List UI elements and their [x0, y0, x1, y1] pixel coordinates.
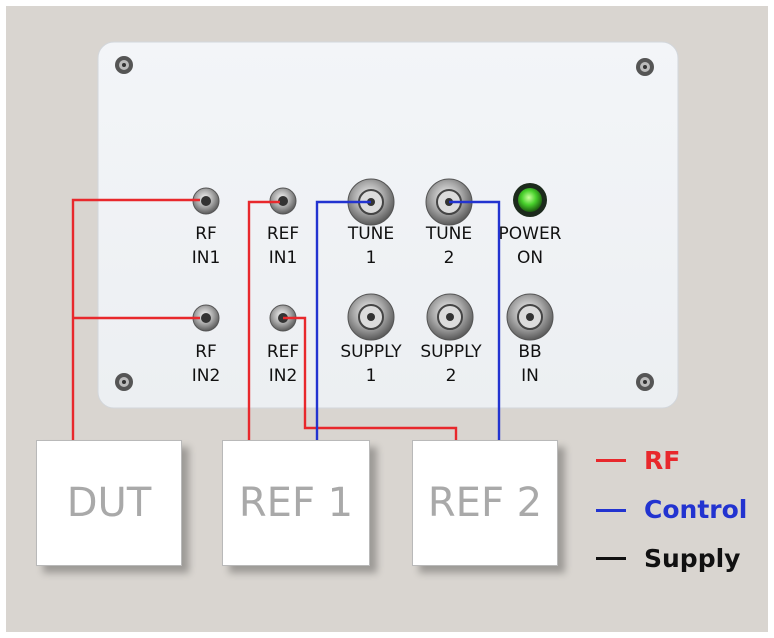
ref-in1-label: REF IN1 — [266, 224, 300, 268]
supply-1-label: SUPPLY 1 — [340, 342, 402, 386]
control-wire-ref2 — [449, 200, 501, 440]
power-led — [513, 183, 547, 217]
legend-control-swatch — [596, 509, 626, 512]
rf-wire-ref2 — [283, 316, 458, 440]
dut-box: DUT — [36, 440, 182, 566]
legend-rf-swatch — [596, 459, 626, 462]
control-wire-ref1 — [315, 200, 371, 440]
supply-1-connector — [347, 293, 395, 341]
ref1-box: REF 1 — [222, 440, 370, 566]
ref-in1-connector — [269, 187, 297, 215]
rf-wire-ref1 — [247, 200, 280, 440]
bb-in-connector — [506, 293, 554, 341]
ref1-box-label: REF 1 — [238, 480, 354, 526]
tune-1-label: TUNE 1 — [347, 224, 395, 268]
legend-rf-label: RF — [644, 446, 681, 475]
legend-control-label: Control — [644, 495, 748, 524]
rf-in2-label: RF IN2 — [191, 342, 221, 386]
supply-2-connector — [426, 293, 474, 341]
tune-2-label: TUNE 2 — [425, 224, 473, 268]
dut-box-label: DUT — [66, 480, 152, 526]
rf-in1-label: RF IN1 — [191, 224, 221, 268]
rf-wire-dut — [71, 198, 200, 440]
screw-top-left — [115, 56, 133, 74]
screw-bottom-right — [636, 373, 654, 391]
rf-in1-connector — [192, 187, 220, 215]
bb-in-label: BB IN — [518, 342, 542, 386]
legend-supply-swatch — [596, 557, 626, 560]
ref-in2-label: REF IN2 — [266, 342, 300, 386]
legend-supply-label: Supply — [644, 544, 741, 573]
supply-2-label: SUPPLY 2 — [420, 342, 482, 386]
screw-top-right — [636, 58, 654, 76]
ref2-box: REF 2 — [412, 440, 558, 566]
screw-bottom-left — [115, 373, 133, 391]
power-on-label: POWER ON — [498, 224, 562, 268]
ref2-box-label: REF 2 — [427, 480, 543, 526]
rf-in2-connector — [192, 304, 220, 332]
